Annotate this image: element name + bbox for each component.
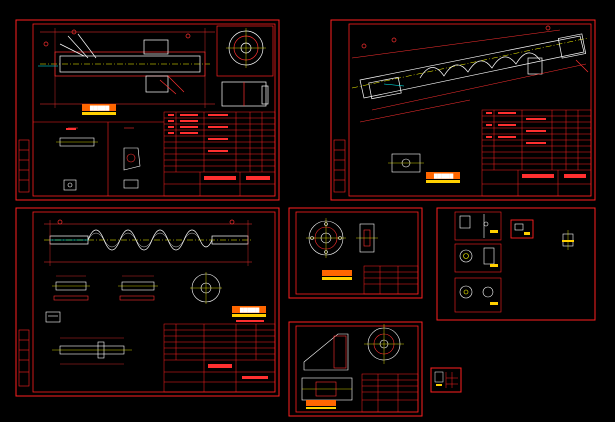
sheet-8-view	[434, 371, 458, 388]
sheet-4[interactable]	[288, 207, 423, 299]
sheet-1-binding-strip	[18, 139, 30, 193]
sheet-7[interactable]	[510, 219, 534, 239]
sheet-6-outer-frame	[288, 321, 423, 417]
sheet-5-part-e	[562, 230, 574, 250]
sheet-6-inner-frame	[295, 325, 419, 413]
sheet-3-title-block	[163, 323, 276, 393]
sheet-3-outer-frame	[15, 207, 280, 397]
sheet-1-parts-list	[163, 111, 276, 197]
sheet-6-logo	[306, 400, 336, 409]
sheet-3-shaft-details	[45, 272, 222, 323]
sheet-2-main-view	[351, 25, 589, 123]
sheet-1-section-view	[216, 25, 274, 107]
sheet-8-frame	[430, 367, 462, 393]
svg-text:▇▇▇▇▇: ▇▇▇▇▇	[433, 174, 453, 180]
sheet-2-text-marks	[486, 112, 546, 144]
sheet-5-part-c	[454, 277, 502, 313]
sheet-6-title-block	[361, 373, 419, 413]
sheet-8[interactable]	[430, 367, 462, 393]
sheet-5-logo-marks	[490, 230, 498, 305]
sheet-1-main-view	[38, 28, 215, 108]
sheet-6[interactable]	[288, 321, 423, 417]
sheet-3-shaft-lower	[52, 337, 132, 365]
sheet-1[interactable]: ▇▇▇▇▇	[15, 19, 280, 201]
sheet-5-part-b	[454, 243, 502, 273]
sheet-2-logo: ▇▇▇▇▇	[426, 172, 460, 183]
sheet-2-parts-list	[481, 109, 592, 197]
svg-text:▇▇▇▇▇: ▇▇▇▇▇	[239, 308, 259, 314]
sheet-3-inner-frame	[32, 211, 276, 393]
svg-text:▇▇▇▇▇: ▇▇▇▇▇	[89, 106, 109, 112]
sheet-1-outer-frame	[15, 19, 280, 201]
sheet-5-part-a	[454, 211, 502, 241]
sheet-4-logo	[322, 270, 352, 280]
sheet-7-frame	[510, 219, 534, 239]
sheet-2-binding-strip	[333, 139, 346, 193]
sheet-1-inner-frame	[32, 23, 276, 197]
sheet-3[interactable]: ▇▇▇▇▇	[15, 207, 280, 397]
sheet-3-screw-shaft	[44, 219, 252, 266]
sheet-4-outer-frame	[288, 207, 423, 299]
sheet-2-detail-view	[388, 153, 424, 173]
sheet-3-logo: ▇▇▇▇▇	[232, 306, 266, 322]
sheet-1-text-marks	[66, 114, 228, 152]
sheet-1-logo: ▇▇▇▇▇	[82, 104, 116, 115]
sheet-4-inner-frame	[295, 211, 419, 295]
sheet-5-outer-frame	[436, 207, 596, 321]
sheet-2-outer-frame	[330, 19, 596, 201]
sheet-5[interactable]	[436, 207, 596, 321]
sheet-2[interactable]: ▇▇▇▇▇	[330, 19, 596, 201]
sheet-4-title-block	[363, 265, 419, 295]
sheet-4-views	[306, 218, 378, 258]
sheet-3-binding-strip	[18, 329, 30, 387]
